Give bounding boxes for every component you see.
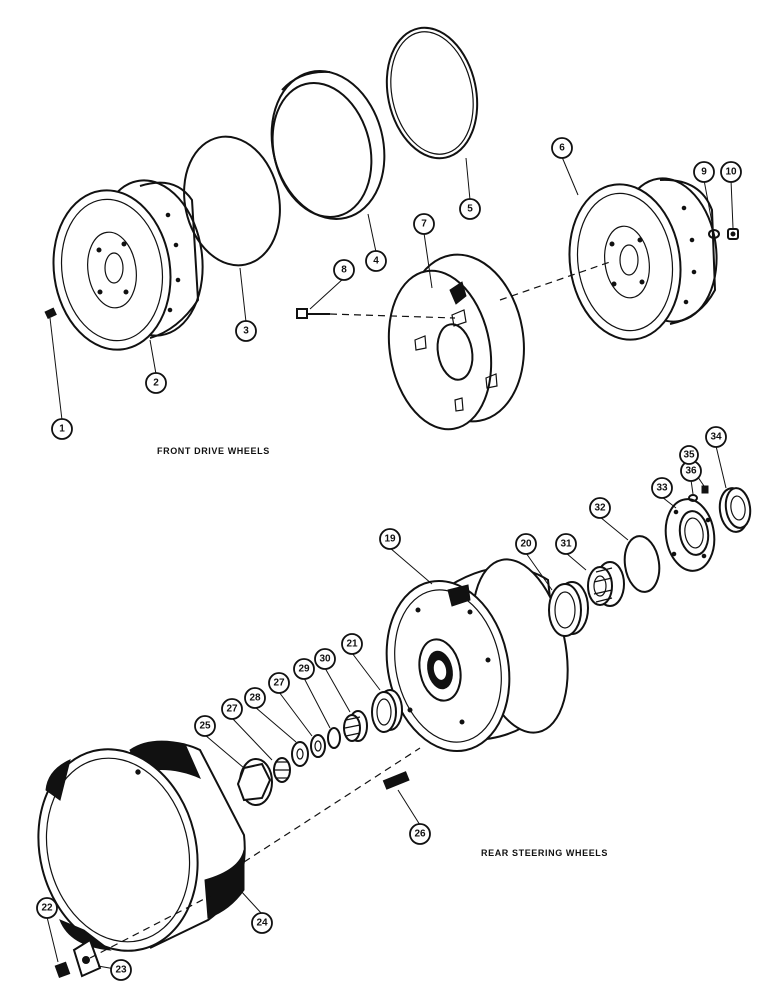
callout-4: 4 [365, 250, 387, 272]
callout-5: 5 [459, 198, 481, 220]
callout-27-inner: 27 [268, 672, 290, 694]
lock-washer-part-27-inner [310, 734, 326, 758]
callout-3: 3 [235, 320, 257, 342]
callout-20: 20 [515, 533, 537, 555]
callout-7: 7 [413, 213, 435, 235]
callout-21: 21 [341, 633, 363, 655]
callout-22: 22 [36, 897, 58, 919]
svg-text:22: 22 [41, 903, 53, 914]
callout-25: 25 [194, 715, 216, 737]
ring-band-part-4 [270, 70, 386, 220]
svg-text:8: 8 [341, 265, 347, 276]
svg-text:1: 1 [59, 424, 65, 435]
hub-housing-part-19 [385, 558, 569, 753]
washer-part-29 [327, 727, 341, 749]
o-ring-part-32 [623, 535, 661, 593]
callout-26: 26 [409, 823, 431, 845]
callout-35: 35 [679, 445, 699, 465]
rear-rim-part-24 [37, 740, 246, 952]
svg-text:10: 10 [725, 167, 737, 178]
callout-33: 33 [651, 477, 673, 499]
seal-flange-part-33 [664, 498, 716, 572]
rear-steering-wheels-caption: REAR STEERING WHEELS [481, 848, 609, 858]
bolt-part-1 [44, 307, 57, 319]
svg-text:28: 28 [249, 693, 261, 704]
svg-text:33: 33 [656, 483, 668, 494]
nut-part-28 [291, 741, 309, 767]
callout-34: 34 [705, 426, 727, 448]
svg-text:34: 34 [710, 432, 722, 443]
callout-1: 1 [51, 418, 73, 440]
callout-8: 8 [333, 259, 355, 281]
callout-19: 19 [379, 528, 401, 550]
bearing-cup-part-20 [548, 581, 589, 637]
callout-6: 6 [551, 137, 573, 159]
callout-31: 31 [555, 533, 577, 555]
svg-text:29: 29 [298, 664, 310, 675]
svg-text:3: 3 [243, 326, 249, 337]
tapered-bearing-part-31 [587, 561, 625, 607]
svg-text:30: 30 [319, 654, 331, 665]
svg-text:36: 36 [685, 466, 697, 477]
cone-bearing-part-30 [343, 710, 368, 742]
front-rim-left [52, 179, 204, 351]
bearing-cup-part-21 [371, 689, 403, 733]
svg-text:27: 27 [273, 678, 285, 689]
nut-part-27-outer [273, 757, 291, 783]
front-assembly-line-bolt [329, 313, 456, 319]
callout-10: 10 [720, 161, 742, 183]
svg-text:25: 25 [199, 721, 211, 732]
bolt-part-8 [296, 308, 330, 319]
callout-32: 32 [589, 497, 611, 519]
callout-28: 28 [244, 687, 266, 709]
svg-text:7: 7 [421, 219, 427, 230]
svg-text:21: 21 [346, 639, 358, 650]
o-ring-part-3 [183, 135, 281, 267]
clamp-part-23 [72, 938, 102, 978]
washer-part-36 [688, 494, 698, 502]
svg-text:9: 9 [701, 167, 707, 178]
leader-lines [46, 156, 734, 971]
hub-cap-part-25 [236, 758, 273, 806]
callout-23: 23 [110, 959, 132, 981]
washer-part-9 [708, 229, 720, 239]
callout-24: 24 [251, 912, 273, 934]
lug-nut-part-22 [54, 961, 71, 978]
callout-29: 29 [293, 658, 315, 680]
stud-part-26 [382, 771, 410, 790]
front-assembly-line-rim [499, 261, 611, 301]
callout-9: 9 [693, 161, 715, 183]
svg-text:23: 23 [115, 965, 127, 976]
wheel-weight-part-7 [387, 253, 525, 431]
front-rim-right [568, 177, 718, 341]
ring-part-5 [385, 26, 479, 160]
nut-part-10 [727, 228, 739, 240]
svg-text:5: 5 [467, 204, 473, 215]
callout-2: 2 [145, 372, 167, 394]
front-drive-wheels-caption: FRONT DRIVE WHEELS [157, 446, 270, 456]
svg-text:4: 4 [373, 256, 379, 267]
svg-text:35: 35 [683, 450, 695, 461]
rear-assembly-line-clamp [89, 895, 211, 959]
rear-assembly-line-stud [243, 747, 421, 863]
svg-text:20: 20 [520, 539, 532, 550]
svg-text:32: 32 [594, 503, 606, 514]
svg-text:2: 2 [153, 378, 159, 389]
screw-part-35 [701, 485, 709, 494]
svg-text:27: 27 [226, 704, 238, 715]
end-cap-part-34 [718, 487, 752, 533]
svg-text:24: 24 [256, 918, 268, 929]
svg-text:31: 31 [560, 539, 572, 550]
callout-30: 30 [314, 648, 336, 670]
callout-27-outer: 27 [221, 698, 243, 720]
svg-text:6: 6 [559, 143, 565, 154]
svg-text:19: 19 [384, 534, 396, 545]
svg-text:26: 26 [414, 829, 426, 840]
